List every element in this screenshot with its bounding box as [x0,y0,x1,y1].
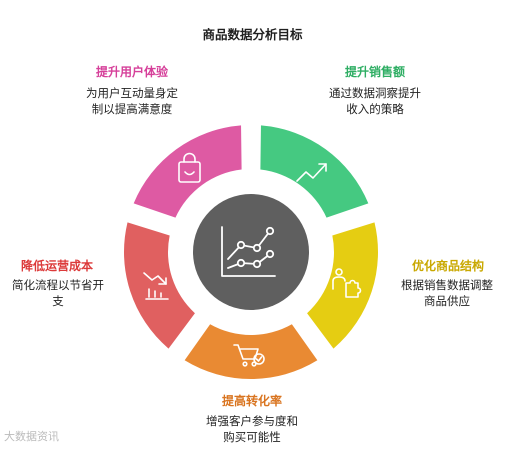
segment-ux [133,125,242,218]
desc-ux-line1: 为用户互动量身定 [86,86,178,100]
cart-check-icon [233,344,265,367]
segment-cost [124,222,195,349]
label-conversion: 提高转化率 [221,394,282,408]
desc-sales-line1: 通过数据洞察提升 [329,86,421,100]
desc-optimize-line1: 根据销售数据调整 [401,278,493,292]
center-disc [193,194,309,310]
desc-optimize-line2: 商品供应 [424,294,470,308]
shopping-bag-icon [178,152,201,183]
chart-down-icon [143,272,169,300]
label-cost: 降低运营成本 [20,259,93,273]
desc-cost-line1: 简化流程以节省开 [12,278,104,292]
desc-cost-line2: 支 [52,294,64,308]
diagram-title: 商品数据分析目标 [202,27,303,42]
desc-sales-line2: 收入的策略 [346,102,404,116]
line-chart-icon [221,226,276,277]
desc-conversion-line1: 增强客户参与度和 [206,414,298,428]
puzzle-person-icon [332,268,362,298]
segment-conversion [184,324,318,379]
label-sales: 提升销售额 [344,65,405,79]
trend-up-icon [296,163,327,182]
label-optimize: 优化商品结构 [411,259,484,273]
desc-ux-line2: 制以提高满意度 [91,102,173,116]
segment-optimize [307,222,378,349]
desc-conversion-line2: 购买可能性 [223,430,281,444]
label-ux: 提升用户体验 [95,65,168,79]
segment-sales [260,125,369,218]
watermark: 大数据资讯 [4,430,59,443]
